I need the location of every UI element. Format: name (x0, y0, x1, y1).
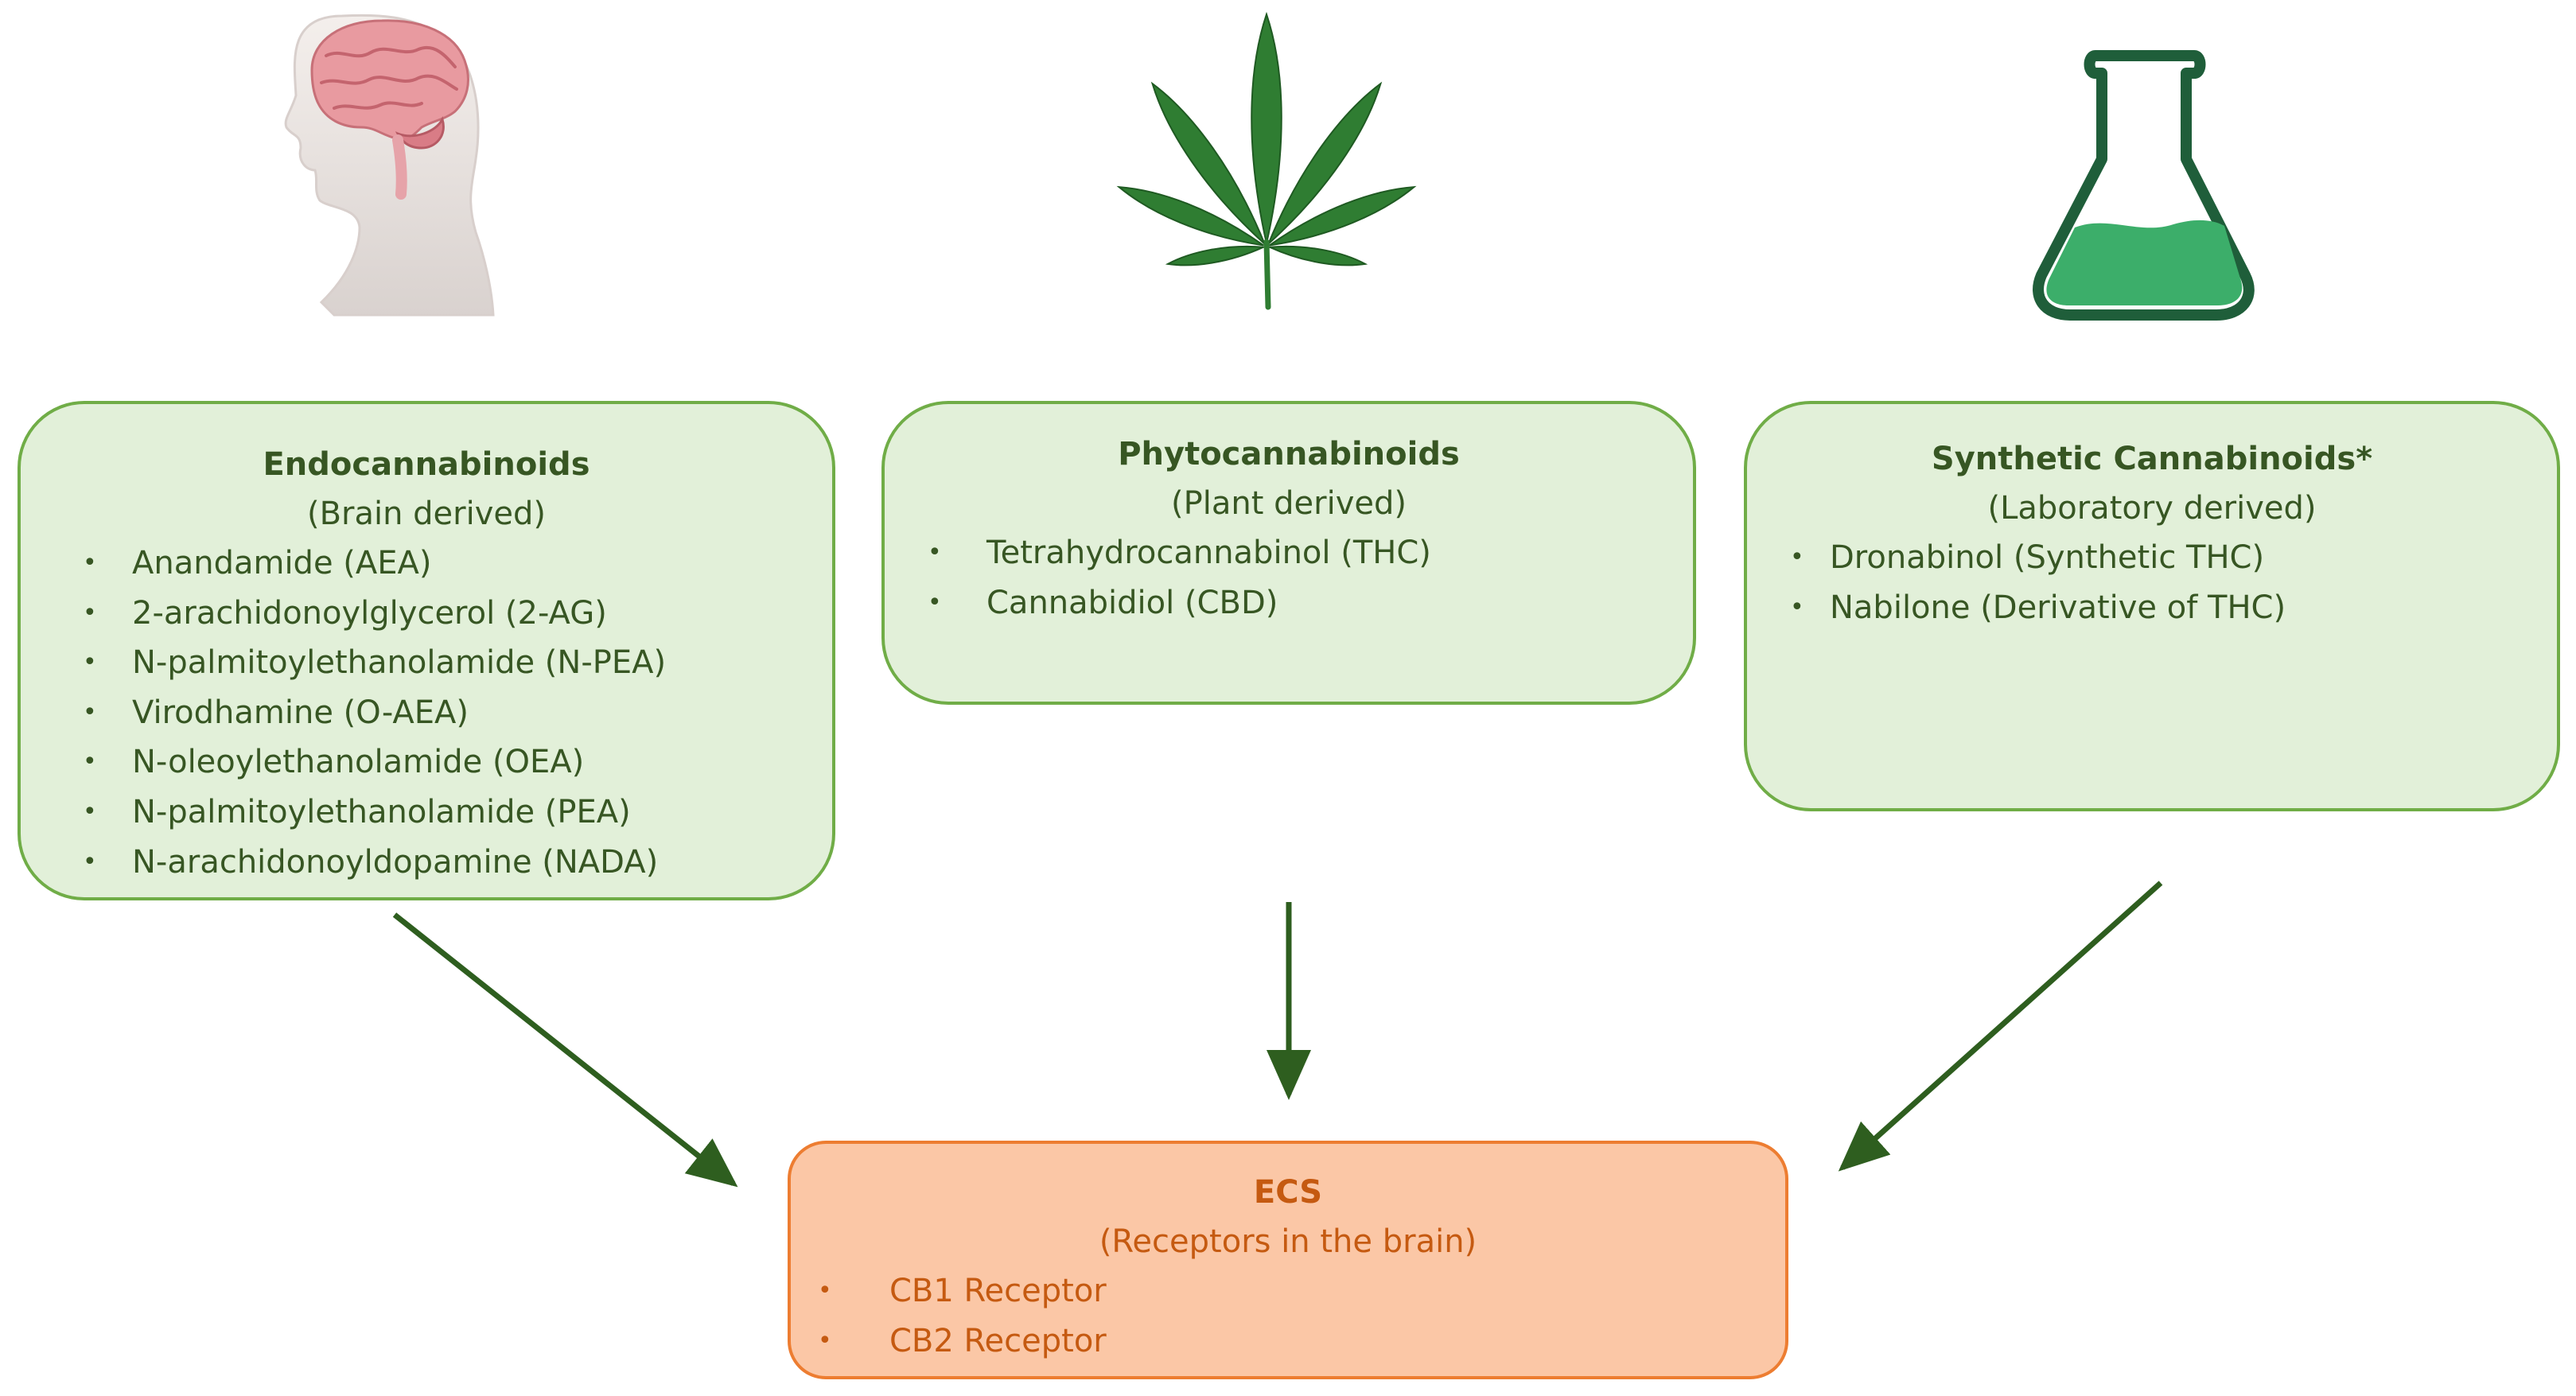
list-item: •N-arachidonoyldopamine (NADA) (83, 838, 832, 888)
bullet-icon: • (928, 588, 942, 616)
bullet-icon: • (1790, 593, 1804, 621)
ecs-subtitle: (Receptors in the brain) (1099, 1223, 1477, 1260)
synthetic-cannabinoids-list: •Dronabinol (Synthetic THC) •Nabilone (D… (1790, 533, 2557, 633)
ecs-title: ECS (1253, 1174, 1323, 1211)
list-item: •Anandamide (AEA) (83, 539, 832, 589)
phytocannabinoids-list: •Tetrahydrocannabinol (THC) •Cannabidiol… (928, 528, 1693, 628)
bullet-icon: • (818, 1326, 832, 1355)
bullet-icon: • (83, 598, 97, 627)
phytocannabinoids-box: Phytocannabinoids (Plant derived) •Tetra… (881, 401, 1696, 705)
list-item: •N-palmitoylethanolamide (PEA) (83, 787, 832, 838)
list-item: •CB2 Receptor (818, 1316, 1785, 1367)
phytocannabinoids-title: Phytocannabinoids (1118, 436, 1460, 472)
cannabis-leaf-icon (1116, 11, 1417, 310)
bullet-icon: • (83, 797, 97, 826)
bullet-icon: • (83, 748, 97, 776)
list-item: •N-oleoylethanolamide (OEA) (83, 737, 832, 787)
endocannabinoids-title: Endocannabinoids (263, 446, 590, 483)
arrow-endo-to-ecs (392, 912, 738, 1188)
laboratory-flask-icon (2033, 50, 2255, 321)
bullet-icon: • (83, 847, 97, 876)
endocannabinoids-box: Endocannabinoids (Brain derived) •Ananda… (18, 401, 835, 900)
bullet-icon: • (1790, 543, 1804, 571)
phytocannabinoids-subtitle: (Plant derived) (1171, 485, 1407, 522)
list-item: •Nabilone (Derivative of THC) (1790, 583, 2557, 633)
synthetic-cannabinoids-subtitle: (Laboratory derived) (1987, 490, 2317, 527)
bullet-icon: • (818, 1277, 832, 1305)
human-head-brain-icon (284, 14, 495, 317)
list-item: •Dronabinol (Synthetic THC) (1790, 533, 2557, 583)
list-item: •Virodhamine (O-AEA) (83, 688, 832, 738)
list-item: •CB1 Receptor (818, 1266, 1785, 1316)
endocannabinoids-subtitle: (Brain derived) (306, 496, 547, 532)
bullet-icon: • (83, 549, 97, 577)
arrow-synthetic-to-ecs (1838, 881, 2163, 1172)
list-item: •Tetrahydrocannabinol (THC) (928, 528, 1693, 578)
synthetic-cannabinoids-box: Synthetic Cannabinoids* (Laboratory deri… (1744, 401, 2560, 811)
ecs-list: •CB1 Receptor •CB2 Receptor (818, 1266, 1785, 1367)
bullet-icon: • (83, 698, 97, 726)
ecs-box: ECS (Receptors in the brain) •CB1 Recept… (788, 1141, 1788, 1379)
endocannabinoids-list: •Anandamide (AEA) •2-arachidonoylglycero… (83, 539, 832, 888)
list-item: •N-palmitoylethanolamide (N-PEA) (83, 638, 832, 688)
list-item: •2-arachidonoylglycerol (2-AG) (83, 589, 832, 639)
bullet-icon: • (928, 539, 942, 566)
synthetic-cannabinoids-title: Synthetic Cannabinoids* (1931, 441, 2373, 477)
bullet-icon: • (83, 648, 97, 677)
arrows (392, 881, 2163, 1188)
list-item: •Cannabidiol (CBD) (928, 578, 1693, 628)
